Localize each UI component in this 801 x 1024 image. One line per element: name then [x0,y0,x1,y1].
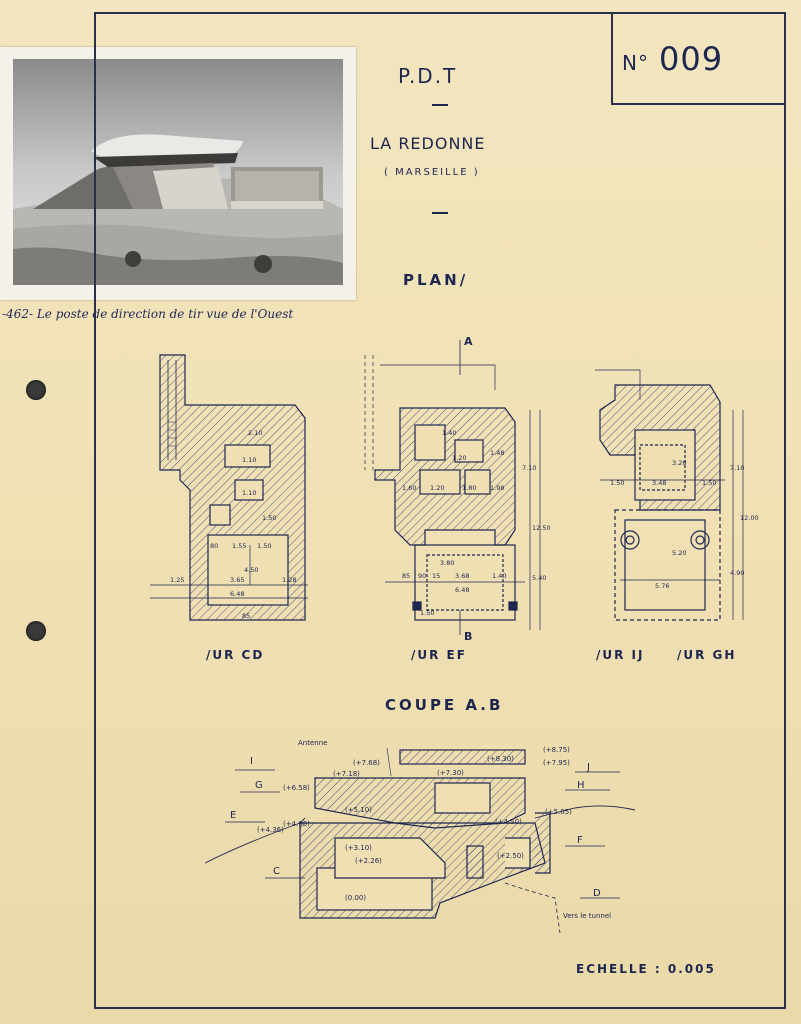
tunnel-label: Vers le tunnel [563,912,611,920]
level-letter: E [230,810,236,821]
dim-label: 3.48 [652,479,666,487]
plan-label-cd: /UR CD [206,648,265,662]
section-marker-b: B [464,630,472,643]
level-letter: F [577,835,583,846]
plan-label-ij: /UR IJ [596,648,645,662]
dim-label: 7.10 [730,464,744,472]
dim-label: 85 [402,572,410,580]
elevation-label: (+4.50) [495,818,522,826]
document-number: N° 009 [622,40,723,78]
drawing-frame [94,12,786,1009]
dim-label: 1.48 [490,449,504,457]
elevation-label: (0.00) [345,894,366,902]
dim-label: 4.50 [244,566,258,574]
antenna-label: Antenne [298,739,327,747]
elevation-label: (+4.36) [257,826,284,834]
binder-hole [26,380,46,400]
elevation-label: (+4.90) [283,820,310,828]
dim-label: 1.80 [462,484,476,492]
plan-label-ef: /UR EF [411,648,467,662]
dim-label: 15 [432,572,440,580]
section-heading: COUPE A.B [385,696,504,714]
level-letter: H [577,780,585,791]
level-letter: D [593,888,601,899]
city-name: ( MARSEILLE ) [384,167,480,178]
plan-cd [150,354,308,621]
elevation-label: (+7.18) [333,770,360,778]
cross-section: Antenne Vers le tunnel (+8.75) (+7.95) (… [205,739,636,934]
dim-label: 1.98 [490,484,504,492]
dim-label: 1.50 [610,479,624,487]
dim-label: 85 [242,612,250,620]
dim-label: 1.40 [492,572,506,580]
elevation-label: (+3.10) [345,844,372,852]
dim-label: 1.20 [452,454,466,462]
level-letter: I [250,756,253,767]
level-letter: G [255,780,263,791]
elevation-label: (+5.05) [545,808,572,816]
number-value: 009 [658,40,724,78]
floor-plans: 2.10 1.10 1.10 1.50 80 1.55 1.50 4.50 1.… [150,335,759,643]
dim-label: 3.28 [672,459,686,467]
dim-label: 3.80 [440,559,454,567]
dim-label: 1.28 [282,576,296,584]
dim-label: 5.40 [532,574,546,582]
dim-label: 5.20 [672,549,686,557]
place-divider [432,212,448,214]
title-divider [432,104,448,106]
dim-label: 1.50 [262,514,276,522]
elevation-label: (+7.95) [543,759,570,767]
dim-label: 6.48 [455,586,469,594]
plan-ij [595,369,744,621]
plan-label-gh: /UR GH [677,648,737,662]
place-name: LA REDONNE [370,134,486,153]
elevation-label: (+7.68) [353,759,380,767]
dim-label: 1.50 [257,542,271,550]
dim-label: 12.00 [740,514,759,522]
dim-label: 1.50 [702,479,716,487]
dim-label: 1.25 [170,576,184,584]
number-prefix: N° [622,51,649,75]
scale-label: ECHELLE : 0.005 [576,962,716,976]
photo-caption: -462- Le poste de direction de tir vue d… [2,307,294,321]
number-box [611,12,786,105]
dim-label: 5.76 [655,582,669,590]
plans-heading: PLAN/ [403,271,469,289]
elevation-label: (+6.58) [283,784,310,792]
plan-ef [364,340,541,635]
dim-label: 4.90 [730,569,744,577]
dim-label: 1.55 [232,542,246,550]
dim-label: 3.68 [455,572,469,580]
dim-label: 1.50 [420,609,434,617]
level-letter: C [273,866,280,877]
elevation-label: (+8.75) [543,746,570,754]
dim-label: 3.65 [230,576,244,584]
dim-label: 7.10 [522,464,536,472]
dim-label: 80 [210,542,218,550]
elevation-label: (+8.30) [487,755,514,763]
elevation-label: (+2.26) [355,857,382,865]
dim-label: 1.40 [442,429,456,437]
section-marker-a: A [464,335,473,348]
dim-label: 1.10 [242,489,256,497]
dim-label: 12.50 [532,524,551,532]
binder-hole [26,621,46,641]
page-title: P.D.T [398,64,458,88]
elevation-label: (+7.30) [437,769,464,777]
dim-label: 1.10 [242,456,256,464]
dim-label: 90 [418,572,426,580]
elevation-label: (+5.10) [345,806,372,814]
dim-label: 1.60 [402,484,416,492]
dim-label: 6.48 [230,590,244,598]
elevation-label: (+2.50) [497,852,524,860]
level-letter: J [586,762,590,773]
dim-label: 1.20 [430,484,444,492]
dim-label: 2.10 [248,429,262,437]
